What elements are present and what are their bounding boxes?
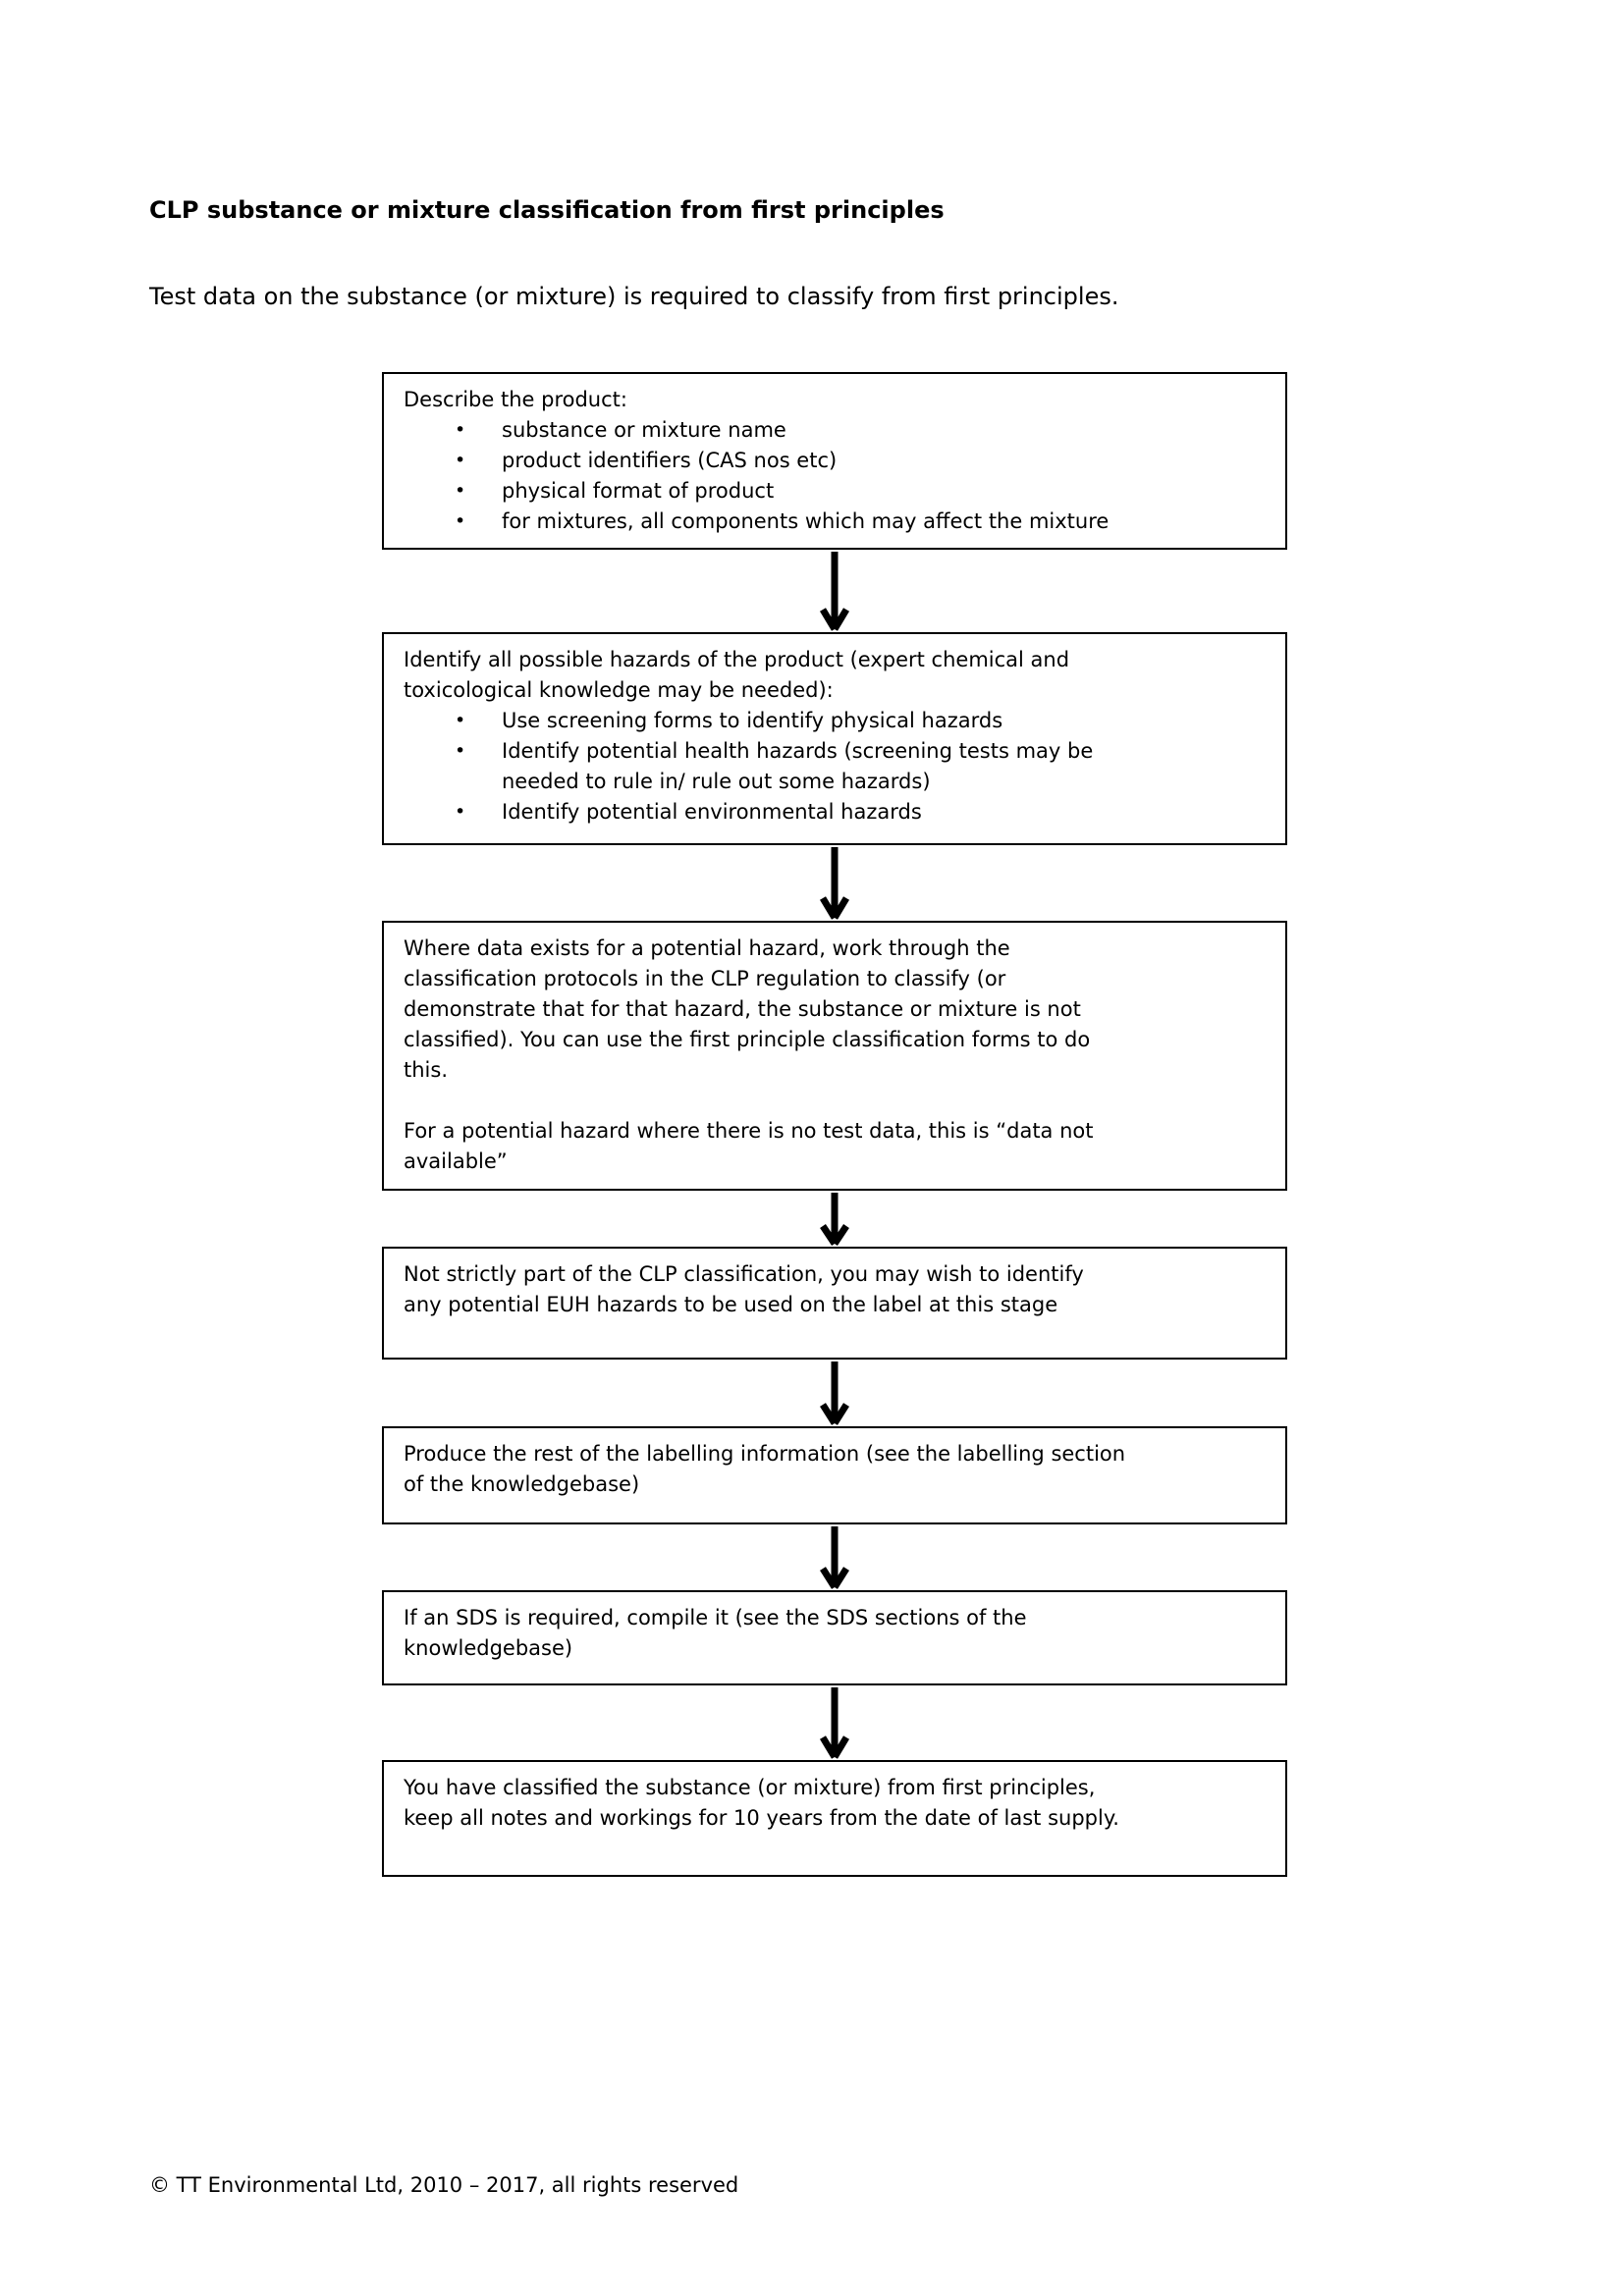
- bullet-text: Identify potential environmental hazards: [502, 800, 922, 824]
- bullet-item: • for mixtures, all components which may…: [404, 507, 1266, 537]
- down-arrow-icon: [820, 847, 849, 920]
- bullet-text: Identify potential health hazards (scree…: [502, 739, 1094, 793]
- bullet-item: • product identifiers (CAS nos etc): [404, 446, 1266, 476]
- box-paragraph: Not strictly part of the CLP classificat…: [404, 1262, 1084, 1316]
- bullet-item: • Identify potential health hazards (scr…: [404, 736, 1266, 797]
- down-arrow-icon: [820, 1193, 849, 1246]
- down-arrow-icon: [820, 1687, 849, 1759]
- box-paragraph: Produce the rest of the labelling inform…: [404, 1442, 1126, 1496]
- page-title: CLP substance or mixture classification …: [149, 196, 945, 224]
- bullet-item: • substance or mixture name: [404, 415, 1266, 446]
- bullet-icon: •: [455, 419, 466, 441]
- bullet-text: product identifiers (CAS nos etc): [502, 449, 838, 472]
- bullet-icon: •: [455, 510, 466, 532]
- copyright-footer: © TT Environmental Ltd, 2010 – 2017, all…: [149, 2173, 739, 2197]
- box-paragraph: For a potential hazard where there is no…: [404, 1119, 1094, 1173]
- bullet-item: • physical format of product: [404, 476, 1266, 507]
- flow-box-classification-complete: You have classified the substance (or mi…: [382, 1760, 1287, 1877]
- bullet-item: • Use screening forms to identify physic…: [404, 706, 1266, 736]
- box-paragraph: Where data exists for a potential hazard…: [404, 936, 1091, 1082]
- page-subtitle: Test data on the substance (or mixture) …: [149, 283, 1119, 310]
- flow-box-labelling-information: Produce the rest of the labelling inform…: [382, 1426, 1287, 1524]
- bullet-item: • Identify potential environmental hazar…: [404, 797, 1266, 828]
- bullet-icon: •: [455, 801, 466, 823]
- bullet-text: Use screening forms to identify physical…: [502, 709, 1003, 732]
- down-arrow-icon: [820, 552, 849, 631]
- flow-box-euh-hazards: Not strictly part of the CLP classificat…: [382, 1247, 1287, 1360]
- box-paragraph: You have classified the substance (or mi…: [404, 1776, 1119, 1830]
- bullet-icon: •: [455, 450, 466, 471]
- box-intro-text: Identify all possible hazards of the pro…: [404, 648, 1070, 702]
- down-arrow-icon: [820, 1362, 849, 1425]
- down-arrow-icon: [820, 1526, 849, 1589]
- flow-box-describe-product: Describe the product: • substance or mix…: [382, 372, 1287, 550]
- box-paragraph: If an SDS is required, compile it (see t…: [404, 1606, 1027, 1660]
- flow-box-classification-protocols: Where data exists for a potential hazard…: [382, 921, 1287, 1191]
- bullet-text: physical format of product: [502, 479, 775, 503]
- bullet-text: substance or mixture name: [502, 418, 786, 442]
- bullet-icon: •: [455, 710, 466, 731]
- bullet-icon: •: [455, 480, 466, 502]
- bullet-icon: •: [455, 740, 466, 762]
- bullet-text: for mixtures, all components which may a…: [502, 509, 1110, 533]
- flow-box-compile-sds: If an SDS is required, compile it (see t…: [382, 1590, 1287, 1685]
- flow-box-identify-hazards: Identify all possible hazards of the pro…: [382, 632, 1287, 845]
- box-intro-text: Describe the product:: [404, 388, 627, 411]
